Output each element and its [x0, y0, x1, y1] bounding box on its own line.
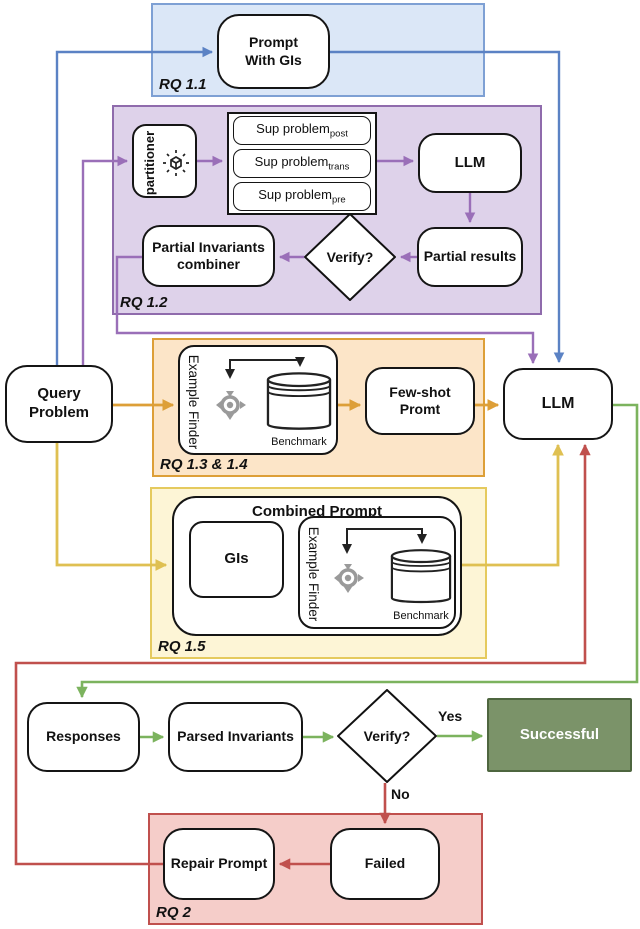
node-prompt-with-gis: Prompt With GIs	[217, 14, 330, 89]
sup-problem-pre-label: Sup problem	[258, 186, 332, 202]
spark-cube-icon	[163, 150, 189, 176]
region-label-rq11: RQ 1.1	[159, 76, 207, 93]
node-example-finder-1: Example Finder Benchmark	[178, 345, 338, 455]
prompt-with-gis-label: Prompt With GIs	[245, 34, 302, 68]
combiner-label: Partial Invariants combiner	[152, 238, 265, 273]
node-llm-main: LLM	[503, 368, 613, 440]
partial-results-label: Partial results	[423, 248, 517, 265]
sup-problem-post-sub: post	[329, 128, 348, 140]
node-example-finder-2: Example Finder Benchmark	[298, 516, 456, 629]
benchmark-label-2: Benchmark	[393, 610, 449, 622]
node-verify-partial: Verify?	[303, 212, 397, 302]
node-parsed-invariants: Parsed Invariants	[168, 702, 303, 772]
few-shot-label: Few-shot Promt	[389, 383, 451, 418]
sup-problem-pre-sub: pre	[331, 194, 346, 206]
partitioner-label: partitioner	[142, 130, 157, 196]
node-few-shot-prompt: Few-shot Promt	[365, 367, 475, 435]
node-partial-results: Partial results	[417, 227, 523, 287]
failed-label: Failed	[364, 855, 406, 872]
node-gis: GIs	[189, 521, 284, 598]
verify-final-label: Verify?	[363, 728, 411, 744]
benchmark-label-1: Benchmark	[271, 436, 327, 448]
region-label-rq13-14: RQ 1.3 & 1.4	[160, 456, 248, 473]
query-problem-label: Query Problem	[28, 385, 89, 421]
node-llm-partial: LLM	[418, 133, 522, 193]
verify-partial-label: Verify?	[326, 249, 374, 265]
llm-partial-label: LLM	[454, 153, 486, 171]
node-successful: Successful	[487, 698, 632, 772]
region-label-rq12: RQ 1.2	[120, 294, 168, 311]
node-sup-problem-trans: Sup problemtrans	[233, 149, 371, 178]
example-search-icon	[334, 564, 364, 593]
benchmark-database-icon	[266, 372, 332, 430]
parsed-invariants-label: Parsed Invariants	[177, 728, 294, 745]
region-label-rq15: RQ 1.5	[158, 638, 206, 655]
repair-prompt-label: Repair Prompt	[170, 855, 268, 872]
responses-label: Responses	[46, 728, 121, 745]
node-sup-problem-post: Sup problempost	[233, 116, 371, 145]
sup-problem-post-label: Sup problem	[256, 120, 330, 136]
node-verify-final: Verify?	[336, 688, 438, 784]
node-partitioner: partitioner	[132, 124, 197, 198]
example-search-icon	[216, 391, 246, 420]
node-repair-prompt: Repair Prompt	[163, 828, 275, 900]
node-query-problem: Query Problem	[5, 365, 113, 443]
gis-label: GIs	[224, 550, 249, 568]
successful-label: Successful	[519, 725, 600, 743]
edge-label-yes: Yes	[438, 708, 463, 724]
node-partial-invariants-combiner: Partial Invariants combiner	[142, 225, 275, 287]
sup-problem-trans-label: Sup problem	[254, 153, 329, 169]
llm-main-label: LLM	[541, 395, 575, 412]
node-failed: Failed	[330, 828, 440, 900]
edge-label-no: No	[391, 786, 410, 802]
region-label-rq2: RQ 2	[156, 904, 192, 921]
node-sup-problem-pre: Sup problempre	[233, 182, 371, 211]
sup-problem-trans-sub: trans	[328, 161, 350, 173]
benchmark-database-icon	[390, 549, 452, 604]
node-responses: Responses	[27, 702, 140, 772]
